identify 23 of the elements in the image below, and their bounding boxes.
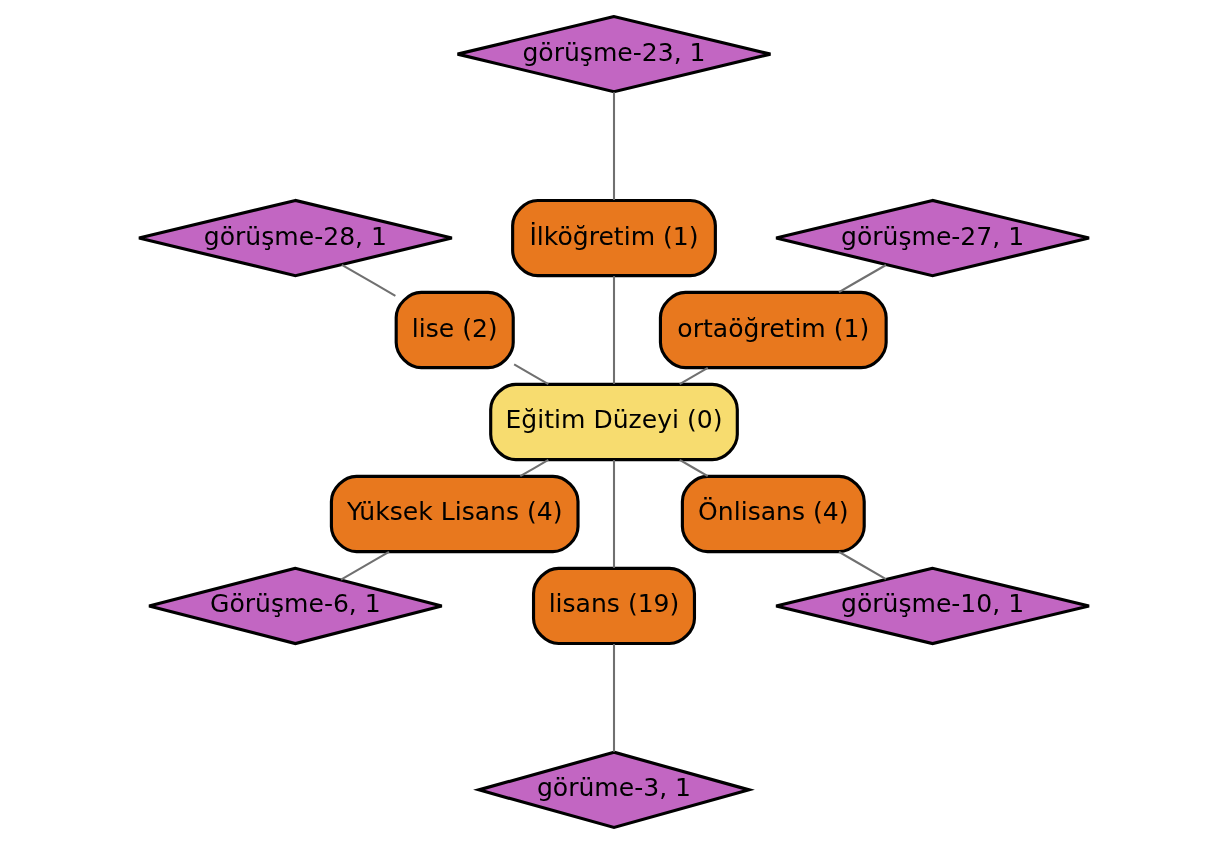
node-diamond: görüşme-23, 1 — [456, 14, 772, 94]
node-diamond: görüme-3, 1 — [473, 750, 755, 830]
node-diamond: görüşme-27, 1 — [774, 198, 1091, 278]
connector — [340, 551, 390, 581]
connector — [838, 264, 887, 293]
node-diamond: görüşme-10, 1 — [774, 566, 1091, 646]
node-diamond: Görüşme-6, 1 — [147, 566, 444, 646]
connector — [612, 276, 616, 384]
node-box: Yüksek Lisans (4) — [329, 474, 580, 554]
node-box: İlköğretim (1) — [511, 198, 717, 278]
connector — [612, 460, 616, 568]
connector — [612, 92, 616, 200]
node-box: Önlisans (4) — [680, 474, 866, 554]
connector — [513, 363, 549, 385]
connector — [679, 459, 709, 478]
node-box: ortaöğretim (1) — [658, 290, 888, 370]
connector — [341, 263, 396, 297]
connector — [612, 644, 616, 752]
connector — [838, 551, 887, 580]
node-box: lisans (19) — [531, 566, 697, 646]
node-box: lise (2) — [394, 290, 515, 370]
node-box: Eğitim Düzeyi (0) — [489, 382, 739, 462]
node-diamond: görüşme-28, 1 — [137, 198, 454, 278]
